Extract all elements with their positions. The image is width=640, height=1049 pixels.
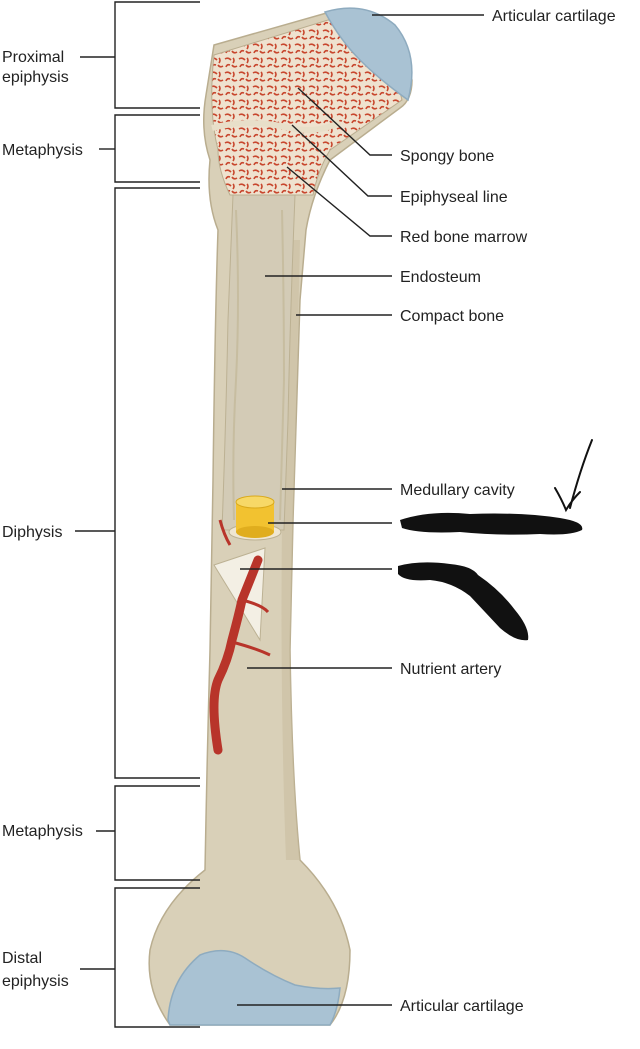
- label-spongy-bone: Spongy bone: [400, 148, 494, 165]
- femur-bone: [148, 7, 413, 1026]
- label-red-bone-marrow: Red bone marrow: [400, 229, 528, 246]
- label-metaphysis-top: Metaphysis: [2, 142, 83, 159]
- medullary-cavity-region: [221, 194, 296, 531]
- yellow-marrow-plug: [228, 495, 282, 541]
- label-nutrient-artery: Nutrient artery: [400, 661, 501, 678]
- redaction-scribble-1: [400, 512, 583, 535]
- label-proximal-epiphysis-1: Proximal: [2, 49, 64, 66]
- label-distal-epiphysis-2: epiphysis: [2, 973, 69, 990]
- label-medullary-cavity: Medullary cavity: [400, 482, 515, 499]
- label-distal-epiphysis-1: Distal: [2, 950, 42, 967]
- right-labels: Articular cartilage Spongy bone Epiphyse…: [400, 8, 616, 1015]
- redaction-scribble-2: [398, 562, 529, 641]
- articular-cartilage-top-shape: [323, 7, 413, 102]
- label-endosteum: Endosteum: [400, 269, 481, 286]
- left-labels: Proximal epiphysis Metaphysis Diphysis M…: [2, 49, 83, 990]
- epiphyseal-line-mark: [211, 119, 342, 133]
- label-articular-cartilage-bottom: Articular cartilage: [400, 998, 524, 1015]
- right-leaders: [237, 14, 484, 1006]
- hand-drawn-arrow-icon: [554, 439, 593, 513]
- label-metaphysis-bottom: Metaphysis: [2, 823, 83, 840]
- label-proximal-epiphysis-2: epiphysis: [2, 69, 69, 86]
- nutrient-artery-vessel: [209, 555, 263, 755]
- articular-cartilage-bottom-shape: [167, 949, 341, 1026]
- label-compact-bone: Compact bone: [400, 308, 504, 325]
- left-brackets: [75, 1, 200, 1028]
- label-epiphyseal-line: Epiphyseal line: [400, 189, 508, 206]
- label-diphysis: Diphysis: [2, 524, 62, 541]
- label-articular-cartilage-top: Articular cartilage: [492, 8, 616, 25]
- hand-annotations: [398, 439, 593, 641]
